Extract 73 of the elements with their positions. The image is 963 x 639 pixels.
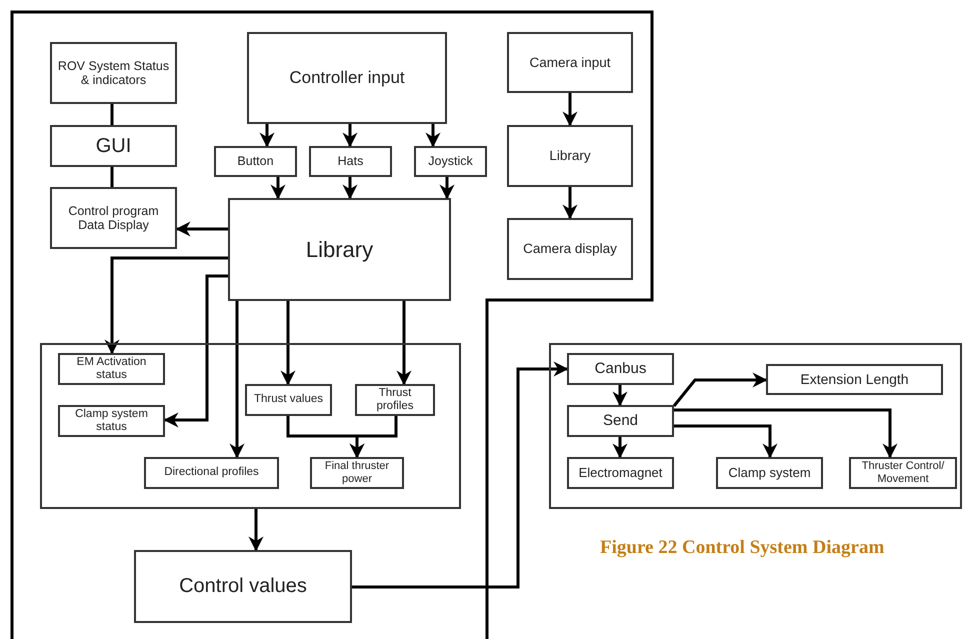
arrow — [164, 274, 228, 428]
group-box — [549, 343, 962, 509]
process-box — [849, 457, 957, 489]
box-label: GUI — [94, 134, 132, 158]
box-label: Joystick — [427, 154, 474, 169]
box-label: Button — [236, 154, 275, 169]
process-box — [228, 198, 451, 301]
arrow — [672, 372, 768, 407]
process-box — [567, 353, 674, 385]
process-box — [310, 457, 404, 489]
process-box — [507, 32, 633, 93]
arrow — [270, 177, 286, 200]
process-box — [567, 457, 674, 489]
box-label: Control program Data Display — [67, 204, 160, 232]
arrow — [440, 177, 454, 200]
arrow — [562, 187, 578, 220]
box-label: Thrust values — [252, 393, 324, 407]
process-box — [766, 364, 943, 395]
box-label: Library — [548, 148, 592, 164]
box-label: Library — [304, 236, 374, 262]
arrow — [674, 408, 898, 458]
figure-caption: Figure 22 Control System Diagram — [600, 537, 884, 559]
box-label: Final thruster power — [324, 460, 390, 486]
arrow — [396, 301, 412, 386]
process-box — [58, 353, 165, 385]
arrow — [104, 256, 228, 354]
process-box — [50, 187, 177, 249]
arrow — [342, 124, 358, 148]
arrow — [674, 424, 778, 458]
process-box — [214, 146, 297, 177]
box-label: Clamp system — [727, 466, 812, 480]
box-label: EM Activation status — [76, 356, 148, 382]
arrow — [230, 301, 244, 458]
arrow — [426, 124, 440, 148]
arrow — [612, 437, 628, 458]
box-label: Thruster Control/ Movement — [860, 460, 946, 486]
process-box — [507, 218, 633, 280]
process-box — [247, 32, 447, 124]
process-box — [50, 42, 177, 104]
process-box — [507, 125, 633, 187]
box-label: Camera display — [522, 241, 618, 257]
box-label: Canbus — [594, 360, 648, 378]
process-box — [355, 384, 435, 416]
box-label: ROV System Status & indicators — [56, 58, 170, 88]
process-box — [144, 457, 279, 489]
arrow — [350, 416, 398, 458]
box-label: Directional profiles — [163, 466, 260, 480]
arrow — [562, 93, 578, 126]
box-label: Send — [602, 412, 640, 430]
box-label: Control values — [178, 575, 308, 598]
box-label: Extension Length — [799, 371, 910, 388]
arrow — [248, 509, 264, 552]
arrow — [280, 301, 296, 386]
process-box — [245, 384, 332, 416]
process-box — [50, 125, 177, 167]
box-label: Hats — [336, 154, 364, 169]
process-box — [567, 405, 674, 437]
box-label: Controller input — [288, 68, 406, 88]
process-box — [58, 405, 165, 437]
process-box — [414, 146, 487, 177]
arrow — [260, 124, 274, 148]
process-box — [716, 457, 823, 489]
arrow — [342, 177, 358, 200]
box-label: Clamp system status — [74, 408, 149, 434]
group-box — [40, 343, 461, 509]
box-label: Electromagnet — [578, 466, 664, 480]
process-box — [134, 550, 352, 623]
arrow — [352, 362, 568, 588]
box-label: Thrust profiles — [375, 386, 415, 414]
arrow — [176, 222, 228, 236]
process-box — [309, 146, 392, 177]
arrow — [612, 385, 628, 406]
box-label: Camera input — [528, 54, 612, 70]
